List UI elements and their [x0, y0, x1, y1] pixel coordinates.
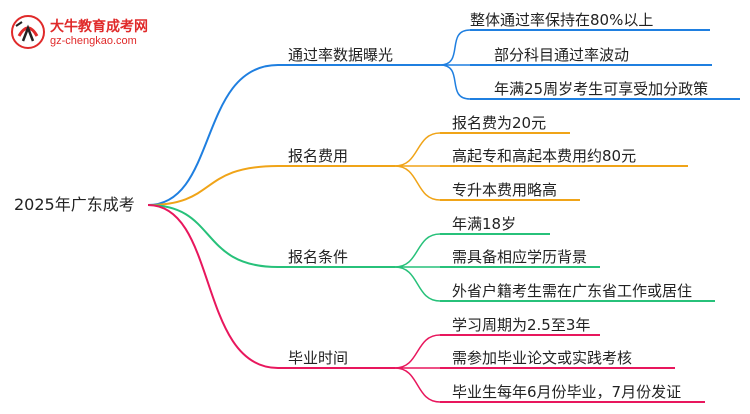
branch-fees: 报名费用	[288, 147, 349, 165]
leaf-connector-3-0	[394, 334, 441, 369]
root-connector-3	[147, 204, 279, 369]
leaf-fees-3: 专升本费用略高	[452, 181, 558, 199]
leaf-passrate-1: 整体通过率保持在80%以上	[470, 11, 654, 29]
root-node: 2025年广东成考	[14, 195, 135, 214]
leaf-passrate-3: 年满25周岁考生可享受加分政策	[494, 80, 709, 98]
leaf-connector-2-2	[394, 266, 441, 302]
leaf-connector-1-2	[394, 165, 441, 201]
branch-passrate: 通过率数据曝光	[288, 46, 394, 64]
branch-requirements: 报名条件	[288, 248, 349, 266]
branch-graduation: 毕业时间	[288, 349, 349, 367]
leaf-passrate-2: 部分科目通过率波动	[494, 46, 630, 64]
site-logo: 大牛教育成考网 gz-chengkao.com	[10, 14, 170, 54]
leaf-grad-3: 毕业生每年6月份毕业，7月份发证	[452, 383, 682, 401]
root-connector-2	[147, 204, 279, 268]
leaf-connector-2-0	[394, 233, 441, 268]
leaf-connector-1-0	[394, 132, 441, 167]
root-connector-1	[147, 165, 279, 206]
leaf-connector-0-2	[439, 64, 471, 100]
leaf-connector-0-0	[439, 29, 471, 66]
leaf-req-1: 年满18岁	[452, 215, 517, 233]
leaf-fees-2: 高起专和高起本费用约80元	[452, 147, 637, 165]
leaf-grad-2: 需参加毕业论文或实践考核	[452, 349, 633, 367]
root-connector-0	[147, 64, 279, 206]
leaf-grad-1: 学习周期为2.5至3年	[452, 316, 591, 334]
leaf-req-2: 需具备相应学历背景	[452, 248, 588, 266]
leaf-connector-3-2	[394, 367, 441, 403]
logo-url: gz-chengkao.com	[50, 35, 137, 47]
leaf-fees-1: 报名费为20元	[452, 114, 547, 132]
logo-icon	[11, 15, 45, 49]
leaf-req-3: 外省户籍考生需在广东省工作或居住	[452, 282, 693, 300]
logo-name: 大牛教育成考网	[50, 19, 148, 35]
